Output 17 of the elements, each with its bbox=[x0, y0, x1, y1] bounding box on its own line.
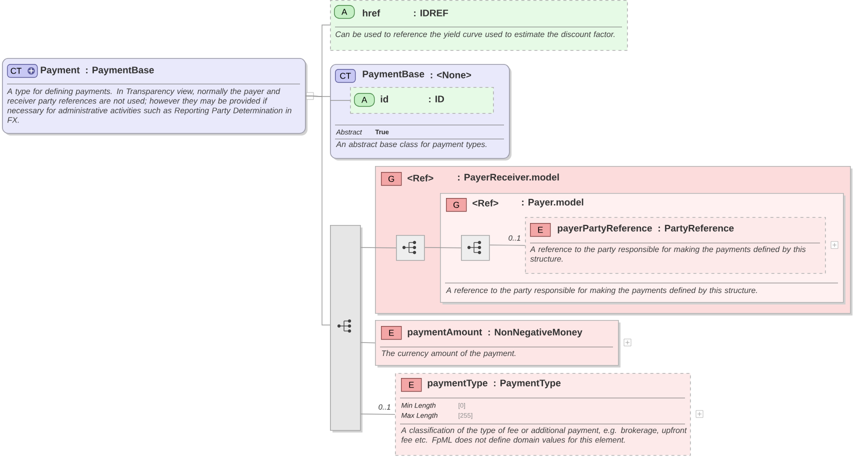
connector-line bbox=[305, 96, 330, 326]
sequence-bar bbox=[330, 225, 362, 432]
type-badge: G bbox=[381, 172, 402, 186]
connector-line bbox=[360, 414, 396, 415]
type-name: : IDREF bbox=[414, 10, 448, 16]
connector-line bbox=[360, 342, 376, 344]
type-name: : PaymentType bbox=[494, 380, 561, 388]
type-badge: A bbox=[334, 5, 355, 19]
element-name: <Ref> bbox=[408, 174, 434, 182]
connector-line bbox=[360, 247, 396, 248]
sequence-icon bbox=[396, 235, 425, 261]
type-name: : PayerReceiver.model bbox=[458, 174, 559, 182]
description-text: Can be used to reference the yield curve used to estimate the discount factor. bbox=[336, 31, 614, 39]
element-name: href bbox=[362, 10, 380, 16]
element-name: paymentType bbox=[428, 380, 488, 388]
description-text: A classification of the type of fee or additional payment, e.g. brokerage, upfront fee etc. FpML does not define domain values for this element. bbox=[400, 427, 687, 444]
type-badge: E bbox=[401, 378, 422, 392]
